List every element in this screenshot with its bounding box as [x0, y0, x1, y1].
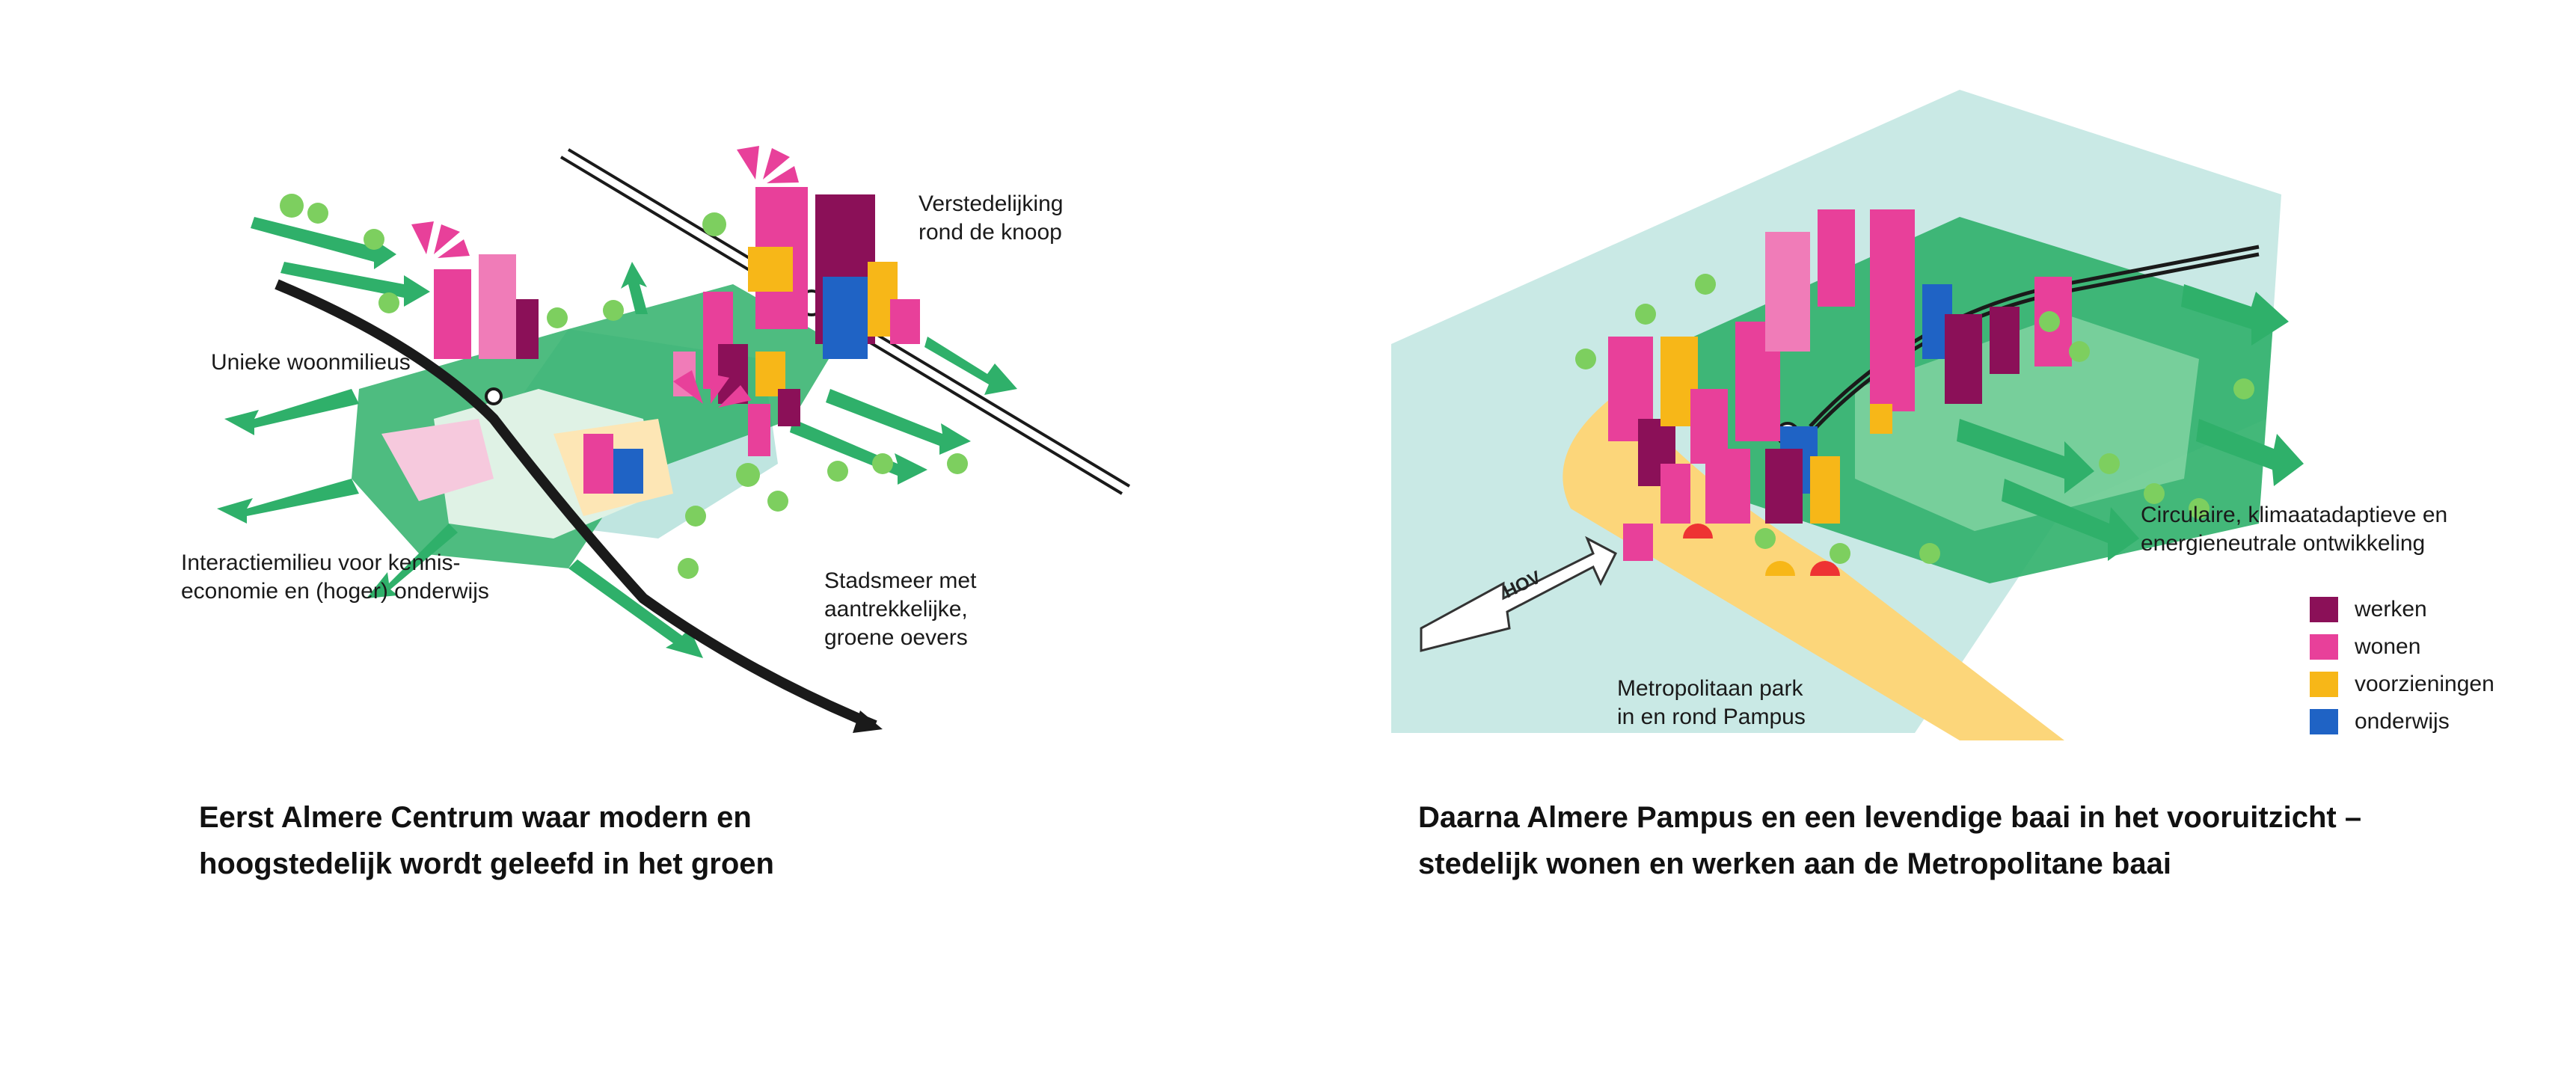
legend-item-wonen: wonen — [2310, 628, 2494, 666]
legend-label: onderwijs — [2355, 709, 2450, 734]
label-metropolitaan-park: Metropolitaan park in en rond Pampus — [1617, 676, 1806, 729]
pink-plot — [381, 419, 494, 501]
label-interactiemilieu: Interactiemilieu voor kennis- economie e… — [181, 550, 489, 604]
district-inner — [1855, 314, 2199, 531]
pink-markers — [411, 146, 799, 408]
label-unieke-woonmilieus: Unieke woonmilieus — [211, 350, 411, 375]
legend-label: wonen — [2355, 634, 2421, 659]
beach-umbrellas — [1683, 524, 1840, 576]
green-arrows — [217, 217, 1017, 658]
legend-swatch-voorzieningen — [2310, 672, 2338, 697]
legend-swatch-wonen — [2310, 634, 2338, 660]
legend-swatch-onderwijs — [2310, 709, 2338, 734]
legend-item-onderwijs: onderwijs — [2310, 703, 2494, 740]
left-trees — [280, 194, 968, 579]
right-diagram: HOV — [1391, 0, 2576, 793]
legend-label: werken — [2355, 597, 2427, 622]
left-illustration — [217, 146, 1131, 733]
caption-left: Eerst Almere Centrum waar modern en hoog… — [199, 801, 774, 880]
legend-swatch-werken — [2310, 597, 2338, 622]
station-centrum — [485, 387, 503, 405]
left-diagram — [0, 0, 1287, 793]
rail-arrowhead — [853, 711, 883, 733]
right-green-arrows — [1957, 284, 2304, 561]
legend-label: voorzieningen — [2355, 672, 2494, 696]
left-buildings — [434, 187, 920, 494]
label-stadsmeer: Stadsmeer met aantrekkelijke, groene oev… — [824, 568, 977, 650]
legend-item-voorzieningen: voorzieningen — [2310, 666, 2494, 703]
label-circulaire: Circulaire, klimaatadaptieve en energien… — [2141, 503, 2448, 556]
caption-right: Daarna Almere Pampus en een levendige ba… — [1418, 801, 2362, 880]
right-illustration: HOV — [1391, 90, 2304, 740]
legend-item-werken: werken — [2310, 591, 2494, 628]
right-trees — [1575, 274, 2254, 564]
label-verstedelijking: Verstedelijking rond de knoop — [919, 191, 1064, 245]
legend: werken wonen voorzieningen onderwijs — [2310, 591, 2494, 740]
rail-line-main — [275, 279, 877, 731]
